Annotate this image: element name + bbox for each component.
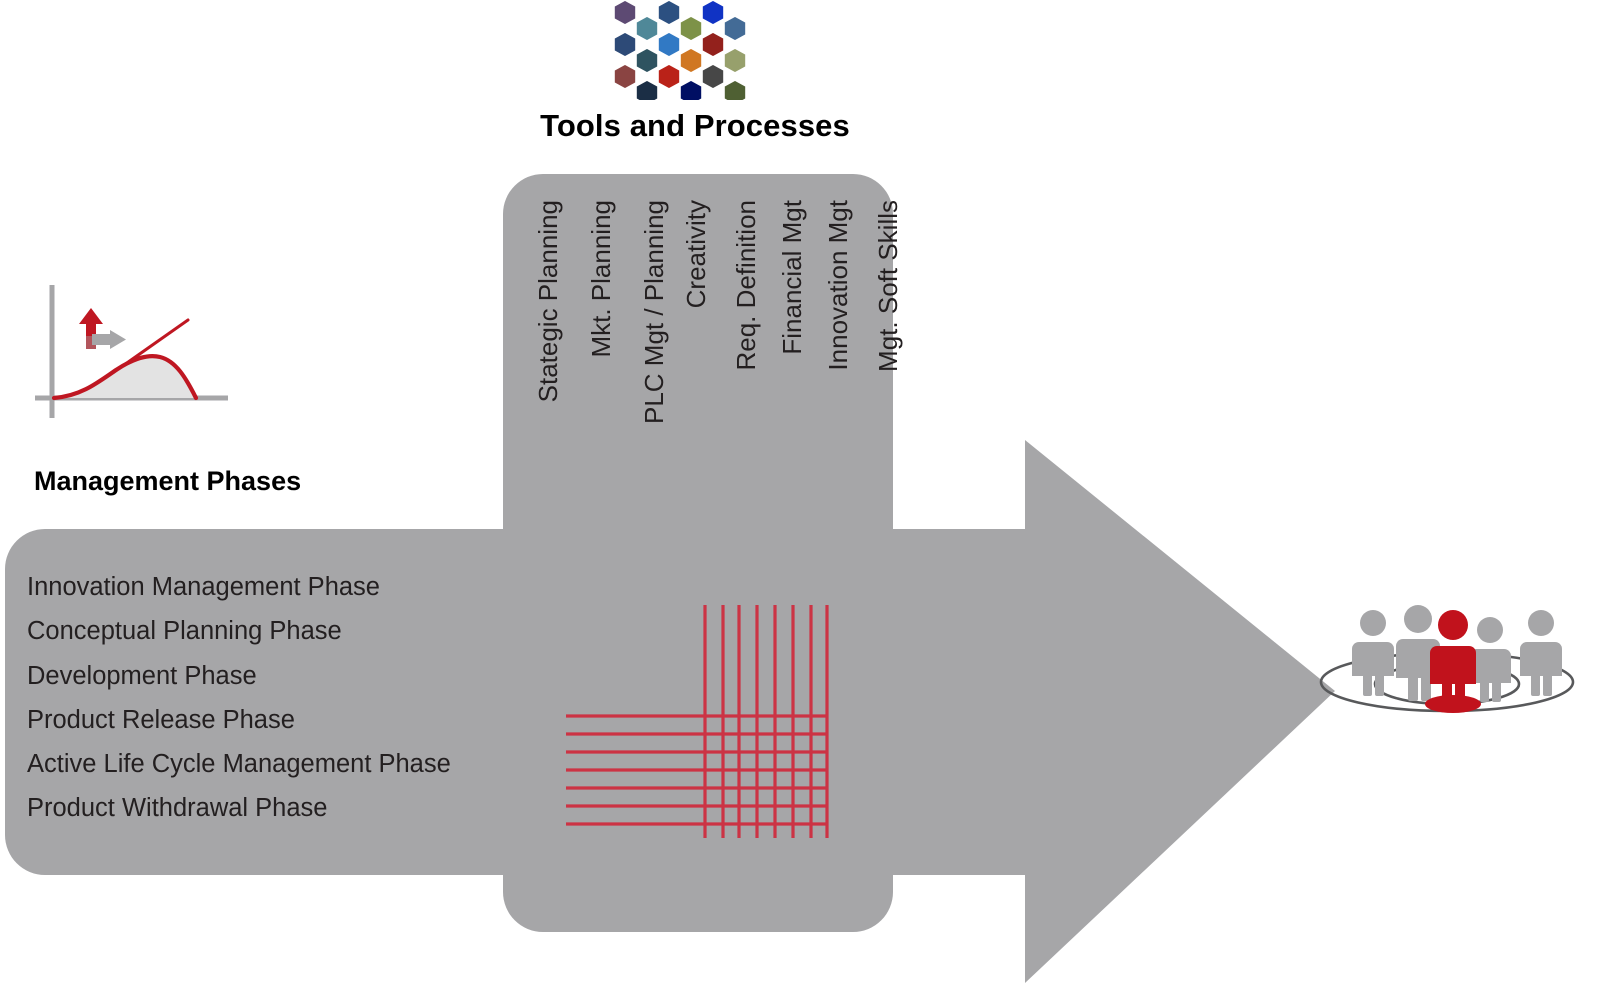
phase-item: Product Release Phase: [27, 705, 295, 734]
team-with-leader-icon: [1319, 605, 1575, 713]
tool-label-plc-mgt-planning: PLC Mgt / Planning: [639, 200, 669, 425]
tool-label-stategic-planning: Stategic Planning: [533, 200, 563, 403]
person-figure: [1352, 610, 1394, 696]
tool-label-creativity: Creativity: [681, 200, 711, 309]
tool-label-req-definition: Req. Definition: [731, 200, 761, 371]
hexagon: [635, 15, 659, 42]
hexagon: [701, 63, 725, 90]
right-arrow-icon: [92, 330, 126, 349]
hexagon: [701, 0, 725, 26]
phase-item: Development Phase: [27, 661, 257, 690]
tool-label-innovation-mgt: Innovation Mgt: [823, 200, 853, 371]
hexagon: [657, 31, 681, 58]
tool-label-mkt-planning: Mkt. Planning: [586, 200, 616, 358]
arrow-head-shape: [1015, 440, 1335, 983]
phases-row-bar: [5, 529, 1035, 875]
hexagon: [613, 63, 637, 90]
hexagon: [657, 63, 681, 90]
person-figure: [1396, 605, 1440, 701]
hexagon: [613, 0, 637, 26]
person-figure: [1469, 617, 1511, 702]
hexagon: [679, 79, 703, 100]
hexagon: [723, 15, 747, 42]
phase-item: Active Life Cycle Management Phase: [27, 750, 451, 779]
hexagon-cluster-icon: [613, 0, 747, 100]
hexagon: [679, 15, 703, 42]
phase-item: Conceptual Planning Phase: [27, 617, 342, 646]
tool-label-financial-mgt: Financial Mgt: [777, 200, 807, 355]
person-figure: [1520, 610, 1562, 696]
up-arrow-icon: [79, 308, 103, 349]
phase-item: Product Withdrawal Phase: [27, 794, 328, 823]
leader-platform: [1425, 695, 1481, 713]
leader-figure: [1430, 610, 1476, 708]
phases-list: Innovation Management Phase Conceptual P…: [27, 565, 627, 831]
hexagon: [613, 31, 637, 58]
product-lifecycle-curve-icon: [35, 285, 228, 418]
hexagon: [657, 0, 681, 26]
hexagon: [679, 47, 703, 74]
hexagon: [723, 79, 747, 100]
hexagon: [701, 31, 725, 58]
tool-label-mgt-soft-skills: Mgt. Soft Skills: [873, 200, 903, 372]
tools-and-processes-title: Tools and Processes: [540, 108, 850, 143]
hexagon: [635, 79, 659, 100]
management-phases-title: Management Phases: [34, 466, 302, 496]
hexagon: [635, 47, 659, 74]
hexagon: [723, 47, 747, 74]
phase-item: Innovation Management Phase: [27, 573, 380, 601]
